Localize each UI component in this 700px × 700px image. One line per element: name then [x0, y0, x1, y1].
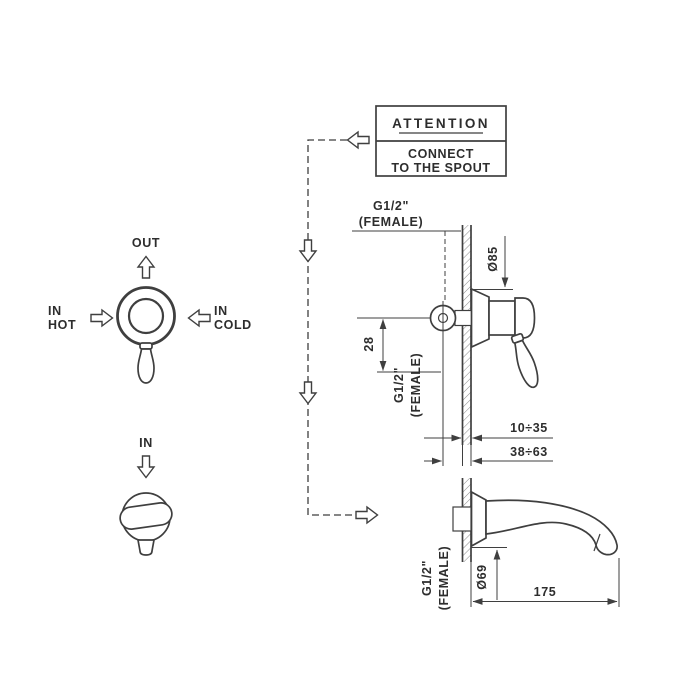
handle-lever-capsule: [119, 502, 173, 530]
attention-note: ATTENTION CONNECT TO THE SPOUT: [346, 105, 507, 177]
flow-arrow-up-icon: [137, 255, 155, 279]
spout-section-view: G1/2" (FEMALE) Ø69 175: [420, 478, 620, 611]
outlet-thread-label-line1: G1/2": [392, 367, 406, 403]
attention-arrow-icon: [346, 131, 370, 149]
flow-schematic: OUT IN HOT IN COLD IN: [48, 236, 252, 556]
top-thread-label-line1: G1/2": [373, 199, 409, 213]
total-depth-label: 38÷63: [510, 445, 548, 459]
attention-body-line2: TO THE SPOUT: [391, 161, 490, 175]
lever-grip: [137, 348, 155, 384]
mixer-cartridge-body: [488, 300, 516, 336]
mixer-body: [470, 287, 536, 349]
mixer-escutcheon: [470, 287, 490, 349]
in-hot-label-line1: IN: [48, 304, 62, 318]
attention-body-line1: CONNECT: [408, 147, 474, 161]
route-arrow-down-icon-2: [299, 381, 317, 405]
mixer-lever-grip: [513, 339, 539, 389]
handle-stem: [136, 539, 156, 556]
projection-length-label: 175: [534, 585, 557, 599]
mounting-depth-label: 10÷35: [510, 421, 548, 435]
spout-tip-cap-line: [593, 533, 601, 552]
spout-wall-stub: [452, 506, 472, 532]
in-cold-label-line1: IN: [214, 304, 228, 318]
mixer-end-cap: [514, 297, 536, 339]
in-hot-label-line2: HOT: [48, 318, 76, 332]
dimension-axis-offset: 28: [362, 319, 441, 373]
routing-path: [299, 139, 379, 524]
spout-flange-bell: [470, 490, 487, 548]
in-label: IN: [139, 436, 153, 450]
mixer-section-view: G1/2" (FEMALE) Ø85 28 G1/2" (FEMALE): [352, 199, 553, 466]
spout-tube: [485, 499, 618, 556]
dimension-escutcheon-diameter: Ø85: [470, 236, 513, 290]
flange-diameter-label: Ø69: [475, 564, 489, 589]
spout-thread-label-line2: (FEMALE): [437, 546, 451, 611]
inlet-port: [429, 301, 457, 335]
spout-thread-label-line1: G1/2": [420, 560, 434, 596]
flow-arrow-right-icon: [90, 309, 114, 327]
dimension-projection: 175: [470, 558, 620, 607]
wall-pipe-stub: [454, 309, 473, 327]
flow-arrow-left-icon: [187, 309, 211, 327]
route-arrow-down-icon: [299, 239, 317, 263]
dimension-spout-thread: G1/2" (FEMALE): [420, 546, 451, 611]
spout-body: [470, 490, 618, 556]
dimension-outlet-thread: G1/2" (FEMALE): [392, 353, 423, 418]
in-cold-label-line2: COLD: [214, 318, 252, 332]
valve-inner-circle: [127, 297, 165, 335]
outlet-thread-label-line2: (FEMALE): [409, 353, 423, 418]
dimension-flange-diameter: Ø69: [471, 547, 507, 600]
top-thread-label-line2: (FEMALE): [359, 215, 424, 229]
mixer-lever-handle: [510, 333, 539, 389]
wall-hatch-upper: [462, 225, 471, 445]
escutcheon-diameter-label: Ø85: [486, 246, 500, 271]
route-arrow-right-icon: [355, 506, 379, 524]
dimension-top-thread: G1/2" (FEMALE): [352, 199, 461, 303]
out-label: OUT: [132, 236, 160, 250]
valve-lever-handle: [137, 342, 155, 384]
dimension-depth-ranges: 10÷35 38÷63: [424, 332, 553, 466]
wall-section-upper: [461, 225, 472, 445]
lever-collar: [139, 342, 153, 350]
flow-arrow-down-icon: [137, 455, 155, 479]
routing-dashed-line: [307, 139, 356, 516]
handle-front-view: [119, 492, 173, 556]
axis-offset-label: 28: [362, 336, 376, 351]
attention-title: ATTENTION: [392, 116, 490, 131]
